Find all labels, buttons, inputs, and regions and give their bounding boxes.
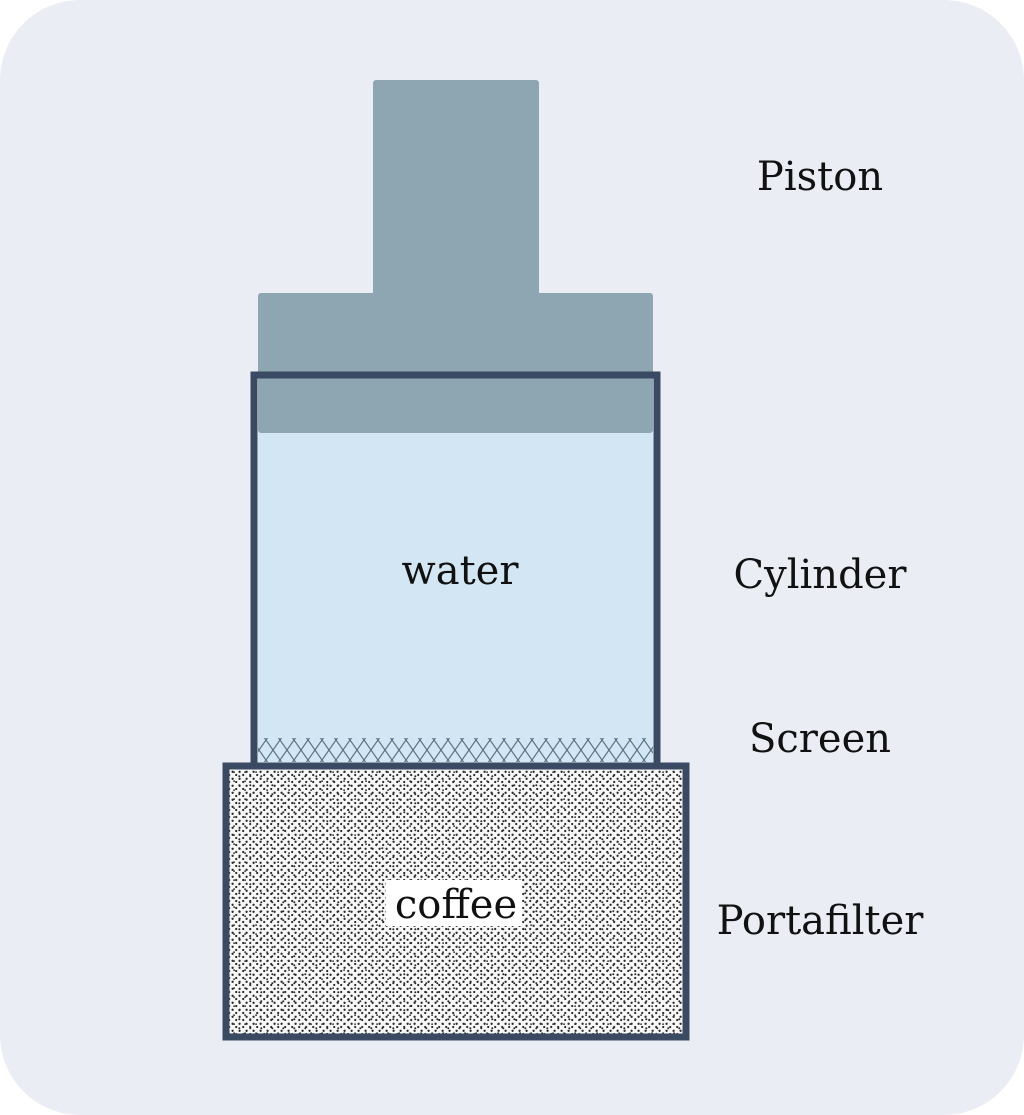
screen-mesh-pattern bbox=[258, 738, 653, 762]
piston-label: Piston bbox=[757, 154, 883, 200]
coffee-label: coffee bbox=[395, 882, 517, 928]
coffee-label-backdrop bbox=[386, 880, 522, 926]
cylinder-label: Cylinder bbox=[734, 552, 908, 598]
portafilter-label: Portafilter bbox=[717, 898, 925, 944]
water-label: water bbox=[402, 548, 520, 594]
piston-head bbox=[258, 293, 653, 433]
cylinder-outline bbox=[250, 371, 661, 764]
piston-rod bbox=[373, 80, 539, 300]
screen-label: Screen bbox=[749, 716, 891, 762]
water-body bbox=[258, 433, 653, 738]
portafilter-outline bbox=[222, 762, 690, 1041]
